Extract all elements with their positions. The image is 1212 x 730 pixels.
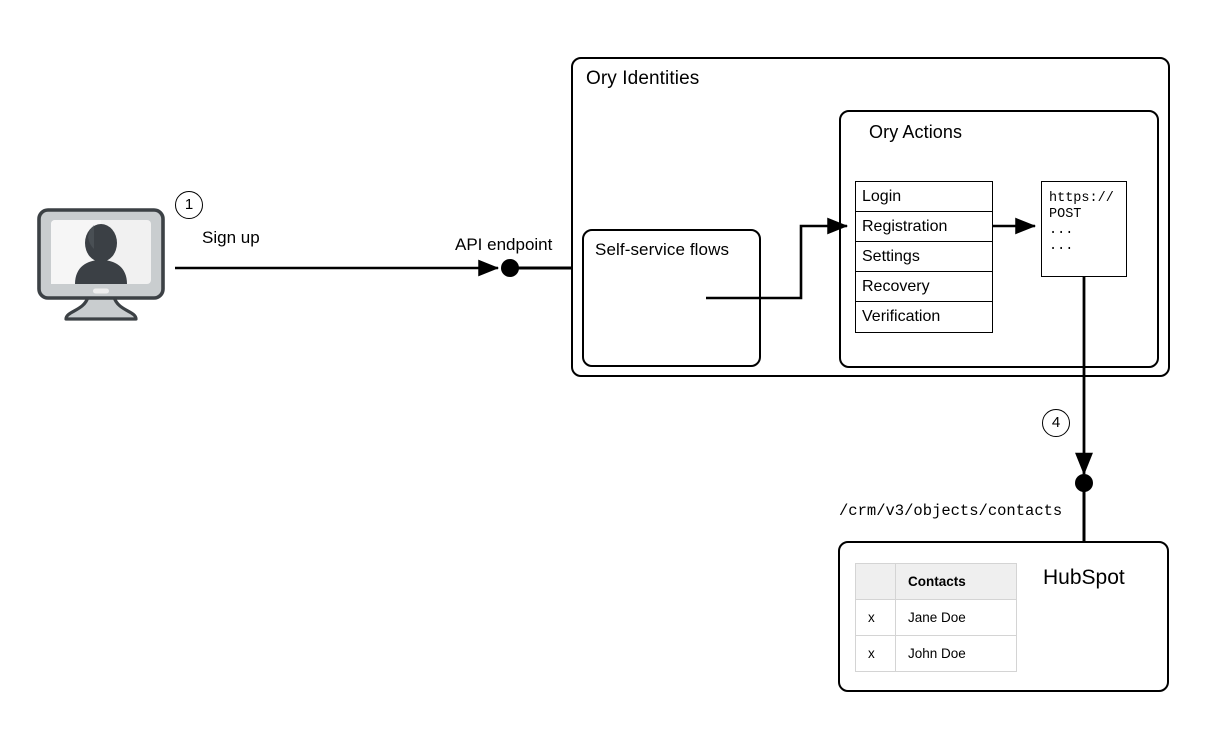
ory-actions-title: Ory Actions <box>869 122 963 142</box>
webhook-line-ellipsis-2: ... <box>1049 239 1074 254</box>
table-header-contacts: Contacts <box>895 563 1017 600</box>
flow-list-item-recovery[interactable]: Recovery <box>856 272 992 302</box>
step-badge-4: 4 <box>1042 409 1070 437</box>
flow-list-item-registration[interactable]: Registration <box>856 212 992 242</box>
contacts-table: Contacts x Jane Doe x John Doe <box>855 563 1017 672</box>
self-service-flow-list: Login Registration Settings Recovery Ver… <box>855 181 993 333</box>
hubspot-title: HubSpot <box>1043 566 1125 589</box>
table-cell-select-1[interactable]: x <box>855 599 896 636</box>
webhook-line-ellipsis-1: ... <box>1049 223 1074 238</box>
table-cell-name-1: Jane Doe <box>895 599 1017 636</box>
self-service-flows-title: Self-service flows <box>595 240 730 259</box>
table-header-row: Contacts <box>855 563 1017 600</box>
flow-list-item-verification[interactable]: Verification <box>856 302 992 332</box>
flow-list-item-login[interactable]: Login <box>856 182 992 212</box>
signup-label: Sign up <box>202 228 260 247</box>
table-cell-select-2[interactable]: x <box>855 635 896 672</box>
hubspot-endpoint-dot <box>1075 474 1093 492</box>
flow-list-item-settings[interactable]: Settings <box>856 242 992 272</box>
api-endpoint-dot <box>501 259 519 277</box>
user-monitor-icon <box>36 207 166 332</box>
table-header-blank <box>855 563 896 600</box>
api-endpoint-label: API endpoint <box>455 235 553 254</box>
step-badge-1: 1 <box>175 191 203 219</box>
table-row[interactable]: x Jane Doe <box>855 599 1017 636</box>
webhook-line-method: POST <box>1049 207 1082 222</box>
table-row[interactable]: x John Doe <box>855 635 1017 672</box>
webhook-request-box: https:// POST ... ... <box>1041 181 1127 277</box>
ory-identities-title: Ory Identities <box>586 68 700 89</box>
crm-path-label: /crm/v3/objects/contacts <box>839 502 1063 520</box>
webhook-line-url: https:// <box>1049 191 1114 206</box>
table-cell-name-2: John Doe <box>895 635 1017 672</box>
